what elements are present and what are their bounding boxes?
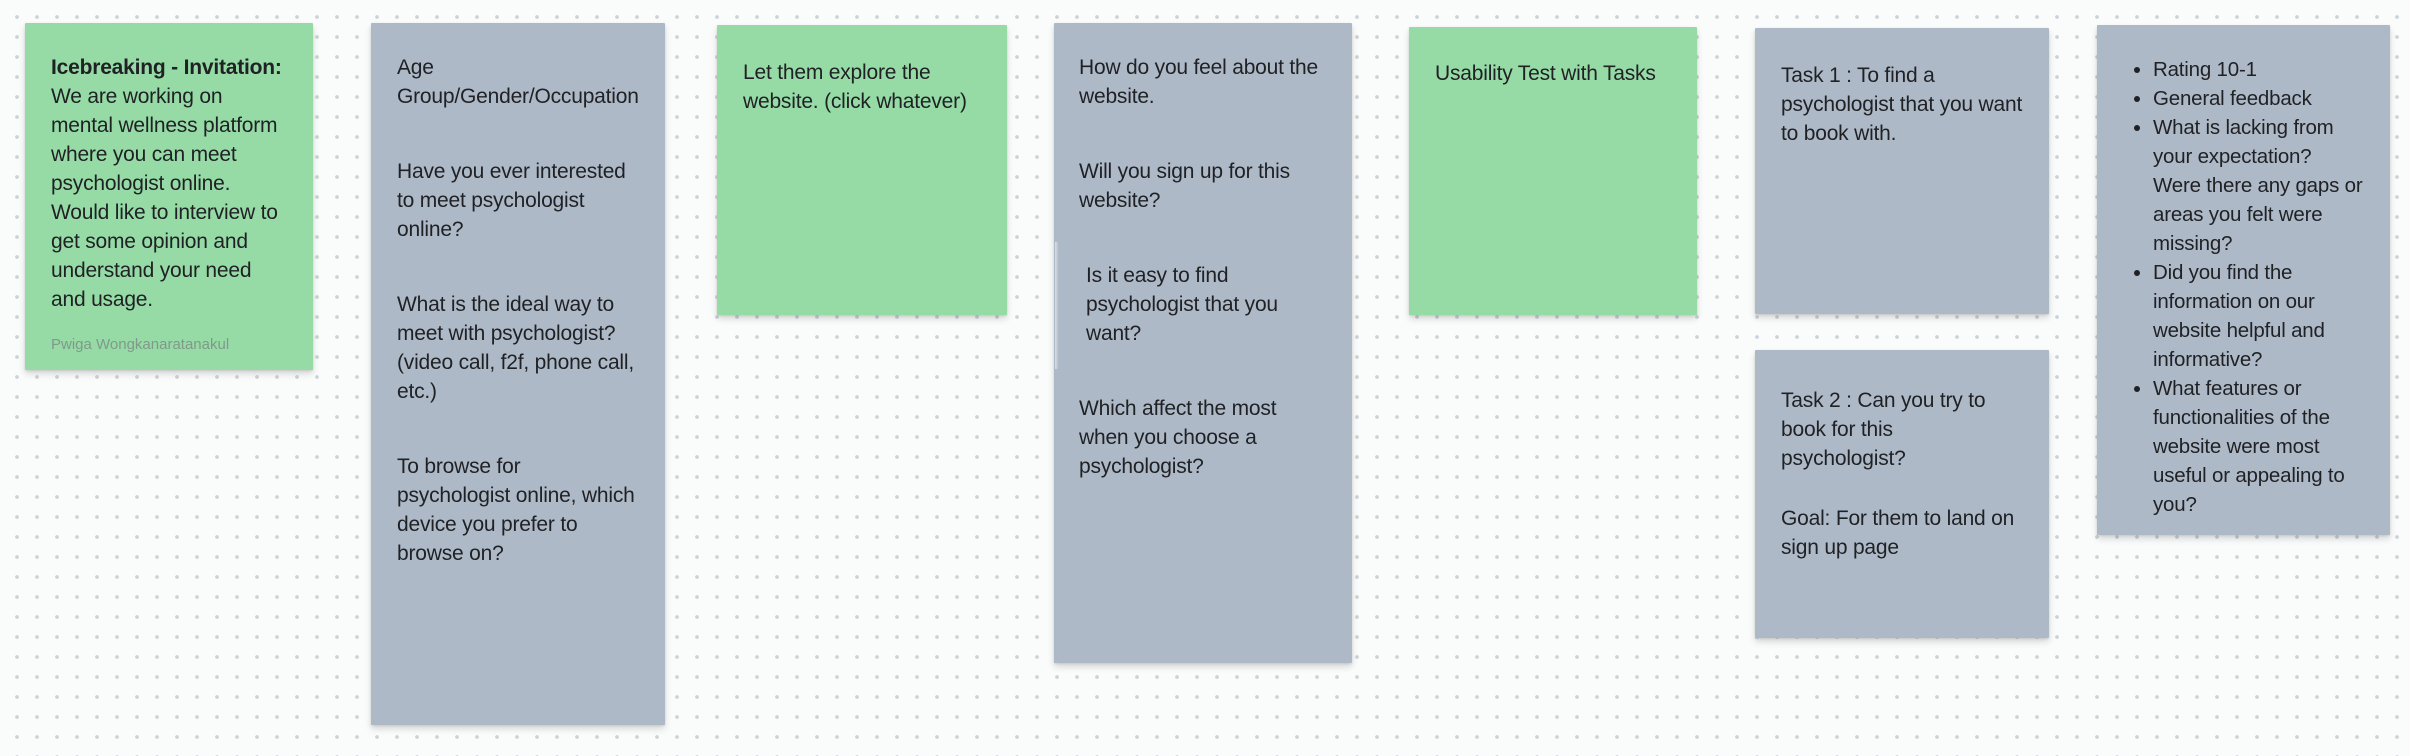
sticky-note-explore-website[interactable]: Let them explore the website. (click wha… <box>717 25 1007 315</box>
sticky-note-icebreaking[interactable]: Icebreaking - Invitation: We are working… <box>25 23 313 370</box>
bullet-item: Did you find the information on our webs… <box>2153 258 2364 374</box>
sticky-note-feedback-questions[interactable]: Rating 10-1 General feedback What is lac… <box>2097 25 2390 535</box>
note-text: Is it easy to find psychologist that you… <box>1086 264 1278 345</box>
note-text: Goal: For them to land on sign up page <box>1781 507 2015 559</box>
note-text: Age Group/Gender/Occupation <box>397 56 639 108</box>
note-text: Will you sign up for this website? <box>1079 160 1290 212</box>
note-text: Task 2 : Can you try to book for this ps… <box>1781 389 1986 470</box>
sticky-note-participant-questions[interactable]: Age Group/Gender/Occupation Have you eve… <box>371 23 665 725</box>
bullet-item: Rating 10-1 <box>2153 55 2364 84</box>
note-text: What is the ideal way to meet with psych… <box>397 293 635 403</box>
note-bullet-list: Rating 10-1 General feedback What is lac… <box>2123 55 2364 519</box>
note-text: Have you ever interested to meet psychol… <box>397 160 626 241</box>
note-text: Usability Test with Tasks <box>1435 62 1656 85</box>
note-text: How do you feel about the website. <box>1079 56 1319 108</box>
note-text: Which affect the most when you choose a … <box>1079 397 1277 478</box>
note-title: Icebreaking - Invitation: <box>51 56 282 79</box>
note-text: Task 1 : To find a psychologist that you… <box>1781 64 2023 145</box>
sticky-note-website-questions[interactable]: How do you feel about the website. Will … <box>1054 23 1352 663</box>
bullet-item: General feedback <box>2153 84 2364 113</box>
overlapping-note-edge <box>1055 242 1058 369</box>
sticky-note-usability-test[interactable]: Usability Test with Tasks <box>1409 27 1697 315</box>
sticky-note-task-2[interactable]: Task 2 : Can you try to book for this ps… <box>1755 350 2049 638</box>
sticky-note-task-1[interactable]: Task 1 : To find a psychologist that you… <box>1755 28 2049 314</box>
bullet-item: What is lacking from your expectation? W… <box>2153 113 2364 258</box>
bullet-item: What features or functionalities of the … <box>2153 374 2364 519</box>
note-text: We are working on mental wellness platfo… <box>51 85 278 311</box>
note-text: Let them explore the website. (click wha… <box>743 61 967 113</box>
note-author: Pwiga Wongkanaratanakul <box>51 336 230 353</box>
note-text: To browse for psychologist online, which… <box>397 455 635 565</box>
